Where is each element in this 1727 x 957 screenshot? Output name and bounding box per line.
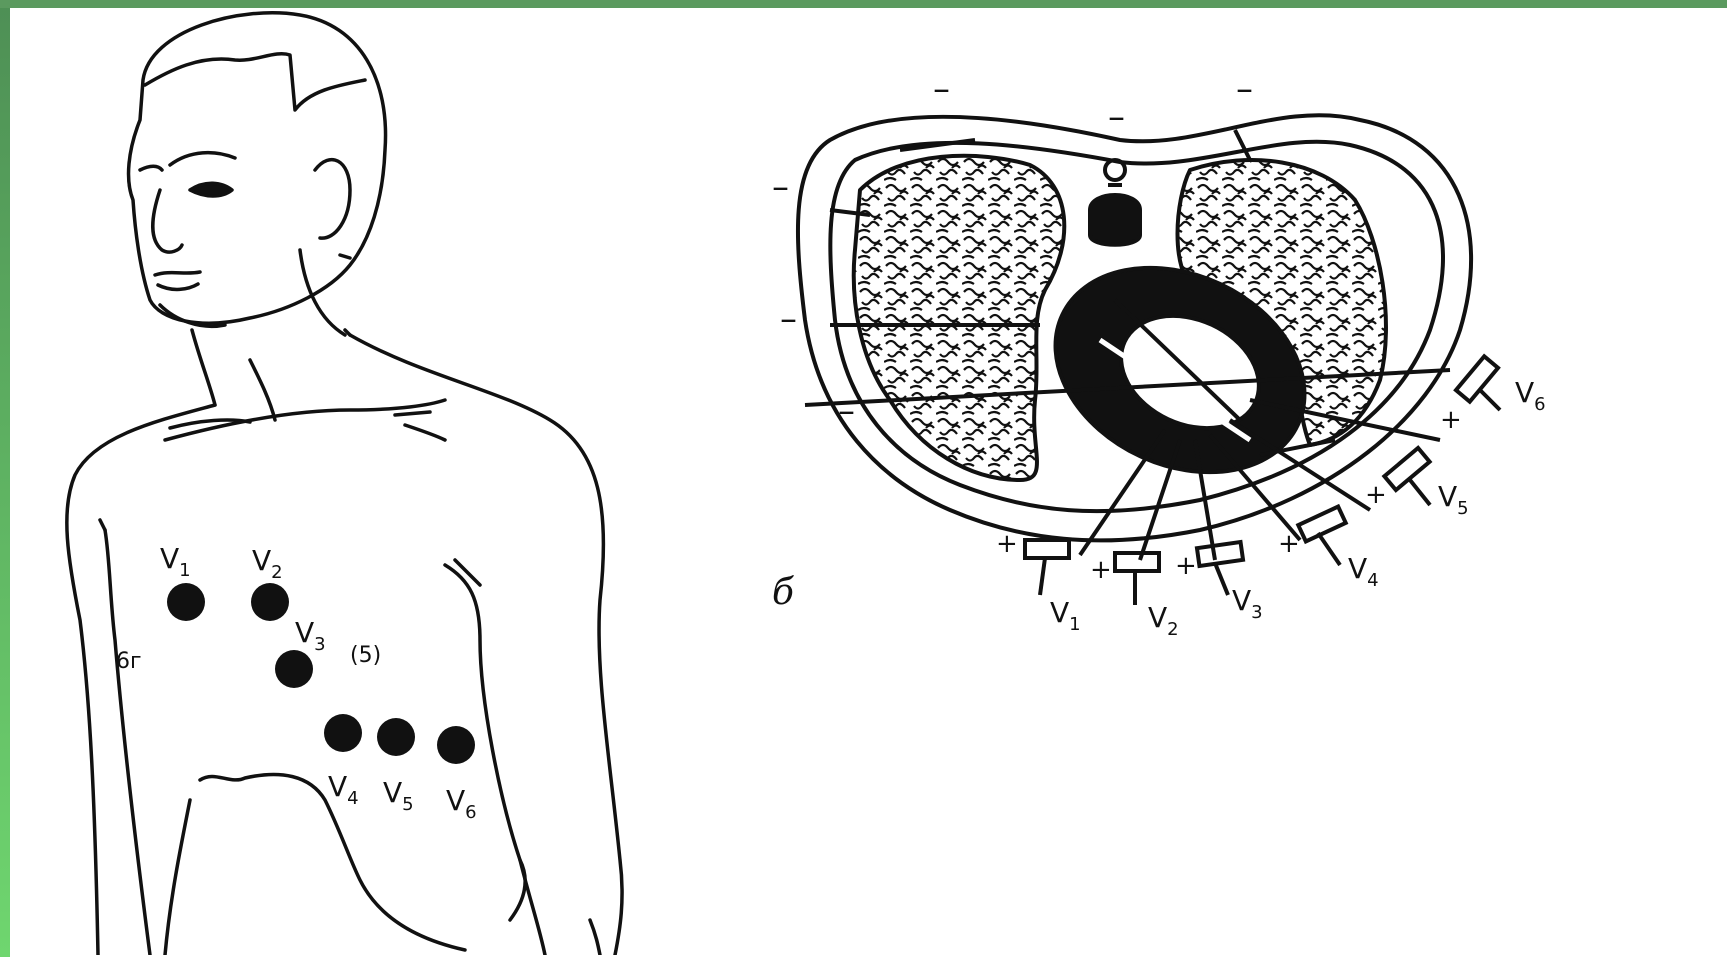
section-label-v3: V3 xyxy=(1232,584,1263,623)
minus-top-2: – xyxy=(1108,97,1125,137)
panel-label-b: б xyxy=(772,572,795,613)
minus-left-2: – xyxy=(780,299,797,339)
section-label-v4: V4 xyxy=(1348,552,1379,591)
right-lung xyxy=(854,156,1065,480)
plus-v4: + xyxy=(1278,529,1300,559)
plus-v6: + xyxy=(1440,405,1462,435)
torso-label-v6: V6 xyxy=(446,784,477,823)
plus-v5: + xyxy=(1365,480,1387,510)
torso-side-mark-right: (5) xyxy=(350,643,381,668)
torso-label-v2: V2 xyxy=(252,544,283,583)
electrode-v3 xyxy=(275,650,313,688)
electrode-v1 xyxy=(167,583,205,621)
right-shoulder-arm xyxy=(350,335,622,955)
electrode-v5 xyxy=(377,718,415,756)
minus-top-3: – xyxy=(1236,69,1253,109)
torso-illustration xyxy=(67,13,622,955)
vertebra xyxy=(1090,195,1140,245)
section-label-v6: V6 xyxy=(1515,376,1546,415)
ear xyxy=(315,160,350,239)
electrode-v4 xyxy=(324,714,362,752)
plus-v2: + xyxy=(1090,555,1112,585)
torso-side-mark-left: 6г xyxy=(116,649,142,674)
electrode-v6 xyxy=(437,726,475,764)
plus-v1: + xyxy=(996,529,1018,559)
minus-left-1: – xyxy=(772,167,789,207)
section-label-v5: V5 xyxy=(1438,480,1469,519)
torso-label-v4: V4 xyxy=(328,770,359,809)
electrode-v2 xyxy=(251,583,289,621)
torso-label-v3: V3 xyxy=(295,616,326,655)
chest-electrodes xyxy=(167,583,475,764)
minus-left-3: – xyxy=(838,391,855,431)
torso-label-v1: V1 xyxy=(160,542,191,581)
minus-top-1: – xyxy=(933,69,950,109)
hairline xyxy=(145,54,365,110)
section-label-v2: V2 xyxy=(1148,601,1179,640)
torso-label-v5: V5 xyxy=(383,776,414,815)
plus-v3: + xyxy=(1175,551,1197,581)
neck-right xyxy=(300,250,345,335)
section-label-v1: V1 xyxy=(1050,596,1081,635)
neck-left xyxy=(192,330,215,405)
